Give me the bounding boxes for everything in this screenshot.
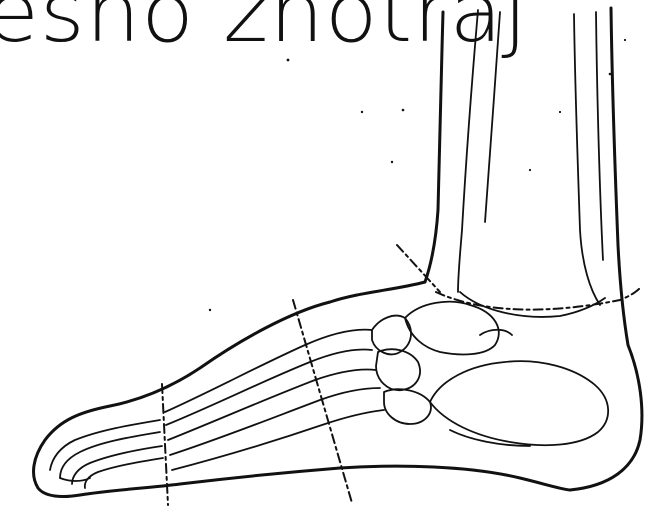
- tibia-fibula: [458, 10, 605, 317]
- leg-outline: [425, 8, 642, 490]
- toe-bones: [50, 420, 163, 488]
- scan-speckles: [209, 39, 626, 311]
- metatarsal-bones: [165, 330, 384, 470]
- tarsal-bones: [372, 302, 608, 446]
